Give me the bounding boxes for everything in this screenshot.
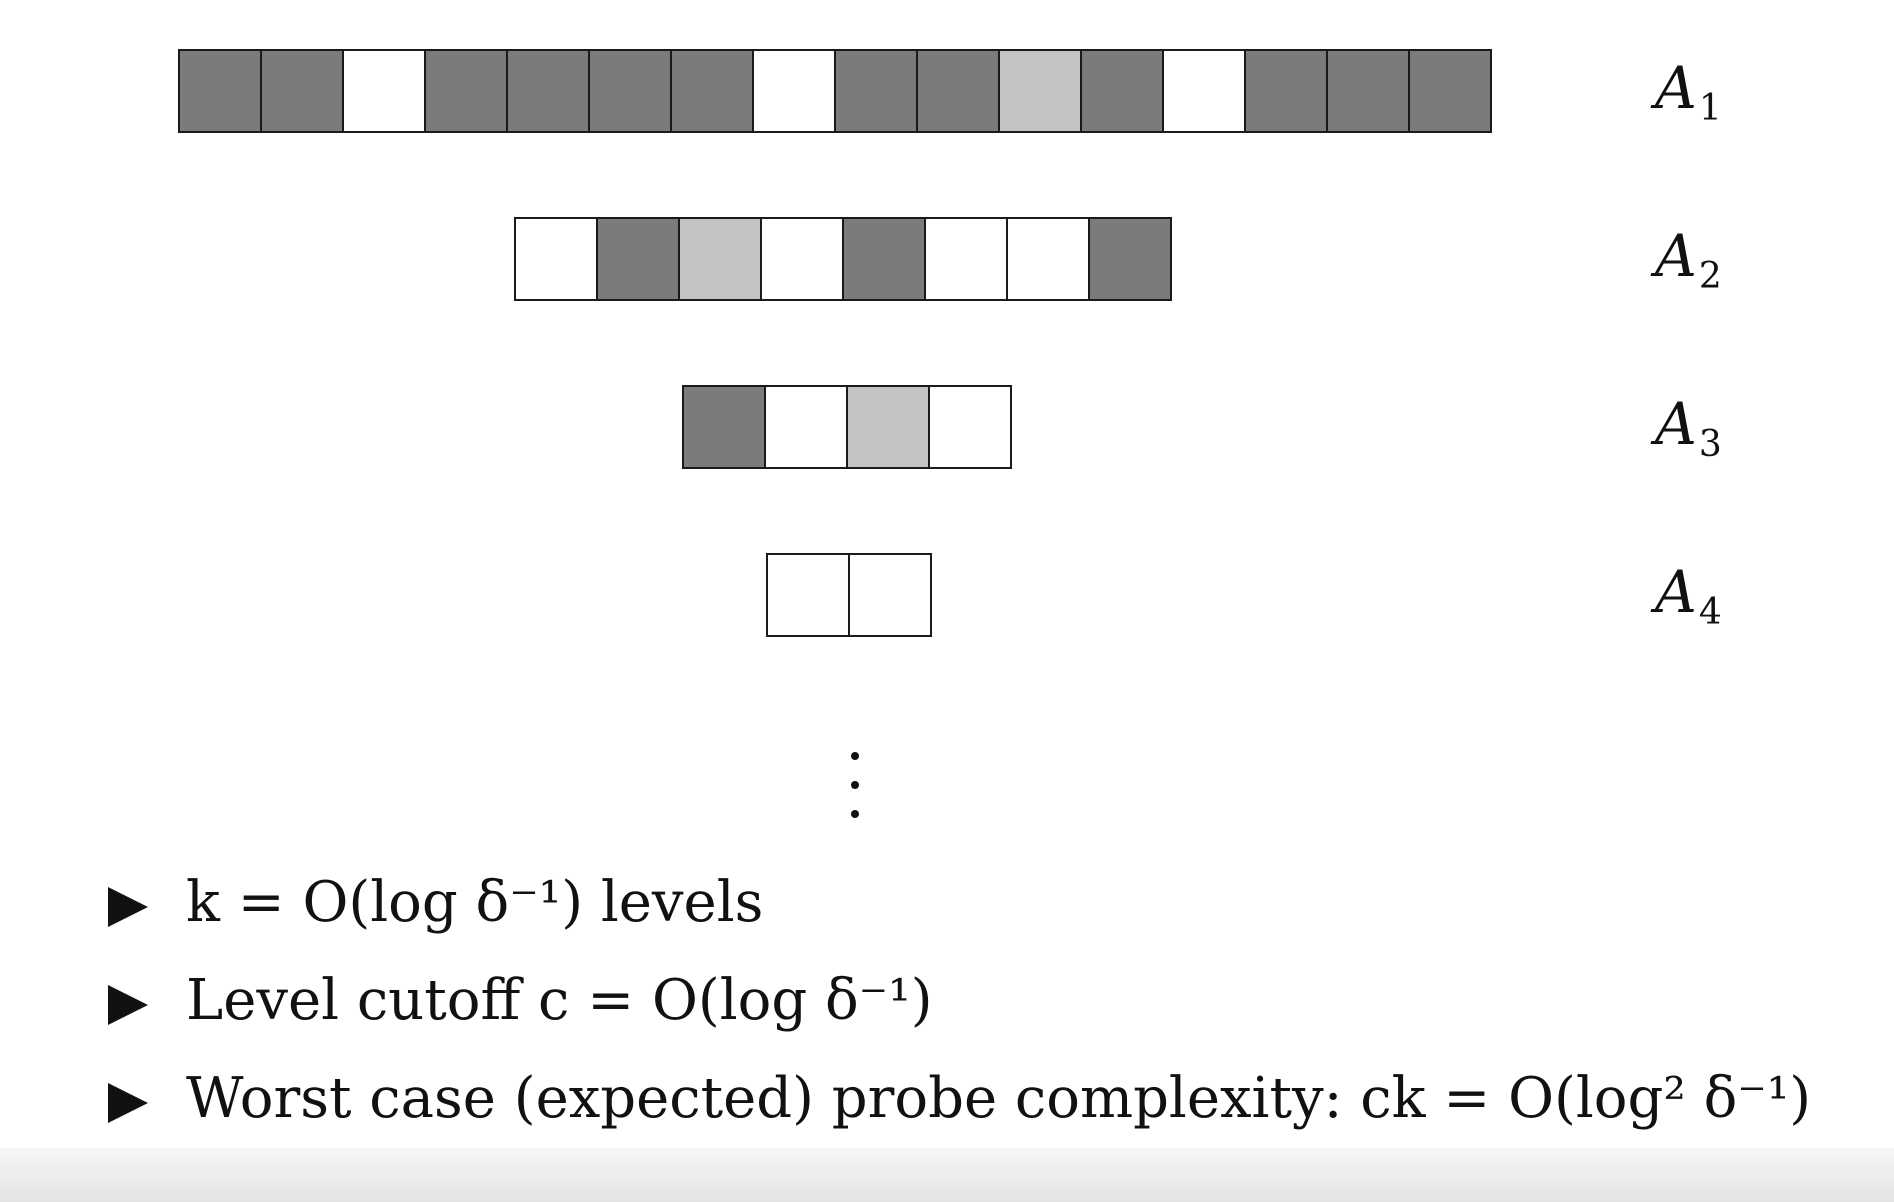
cell-empty [342, 49, 426, 133]
cell-dark [842, 217, 926, 301]
cell-dark [506, 49, 590, 133]
cell-light [846, 385, 930, 469]
level-label-letter: A [1655, 390, 1697, 458]
level-label-index: 4 [1698, 592, 1722, 633]
cell-light [998, 49, 1082, 133]
bullet-list: k = O(log δ⁻¹) levels Level cutoff c = O… [108, 865, 1868, 1159]
bullet-text: Worst case (expected) probe complexity: … [186, 1066, 1812, 1131]
cell-dark [916, 49, 1000, 133]
cell-dark [424, 49, 508, 133]
level-row-3 [682, 385, 1012, 469]
cell-dark [1080, 49, 1164, 133]
level-row-2 [514, 217, 1172, 301]
vertical-ellipsis [851, 752, 859, 818]
cell-empty [1006, 217, 1090, 301]
bullet-item: Level cutoff c = O(log δ⁻¹) [108, 963, 1868, 1061]
cell-dark [682, 385, 766, 469]
cell-empty [760, 217, 844, 301]
level-label-index: 2 [1698, 256, 1722, 297]
cell-dark [670, 49, 754, 133]
cell-dark [1326, 49, 1410, 133]
level-row-4 [766, 553, 932, 637]
cell-empty [514, 217, 598, 301]
triangle-bullet-icon [108, 985, 148, 1025]
cell-empty [1162, 49, 1246, 133]
cell-dark [1408, 49, 1492, 133]
cell-empty [848, 553, 932, 637]
level-label-letter: A [1655, 558, 1697, 626]
bullet-text: k = O(log δ⁻¹) levels [186, 870, 764, 935]
cell-dark [1244, 49, 1328, 133]
level-label-letter: A [1655, 54, 1697, 122]
level-label: A1 [1655, 59, 1722, 127]
cell-dark [596, 217, 680, 301]
cell-empty [928, 385, 1012, 469]
cell-dark [1088, 217, 1172, 301]
triangle-bullet-icon [108, 1083, 148, 1123]
cell-dark [178, 49, 262, 133]
level-label-letter: A [1655, 222, 1697, 290]
cell-dark [260, 49, 344, 133]
bullet-item: k = O(log δ⁻¹) levels [108, 865, 1868, 963]
level-label: A3 [1655, 395, 1722, 463]
cell-empty [764, 385, 848, 469]
level-label: A4 [1655, 563, 1722, 631]
triangle-bullet-icon [108, 887, 148, 927]
bottom-bar [0, 1148, 1894, 1202]
cell-dark [588, 49, 672, 133]
bullet-item: Worst case (expected) probe complexity: … [108, 1061, 1868, 1159]
cell-dark [834, 49, 918, 133]
cell-empty [924, 217, 1008, 301]
cell-light [678, 217, 762, 301]
level-label: A2 [1655, 227, 1722, 295]
cell-empty [766, 553, 850, 637]
level-row-1 [178, 49, 1492, 133]
bullet-text: Level cutoff c = O(log δ⁻¹) [186, 968, 933, 1033]
level-label-index: 3 [1698, 424, 1722, 465]
level-label-index: 1 [1698, 88, 1722, 129]
cell-empty [752, 49, 836, 133]
